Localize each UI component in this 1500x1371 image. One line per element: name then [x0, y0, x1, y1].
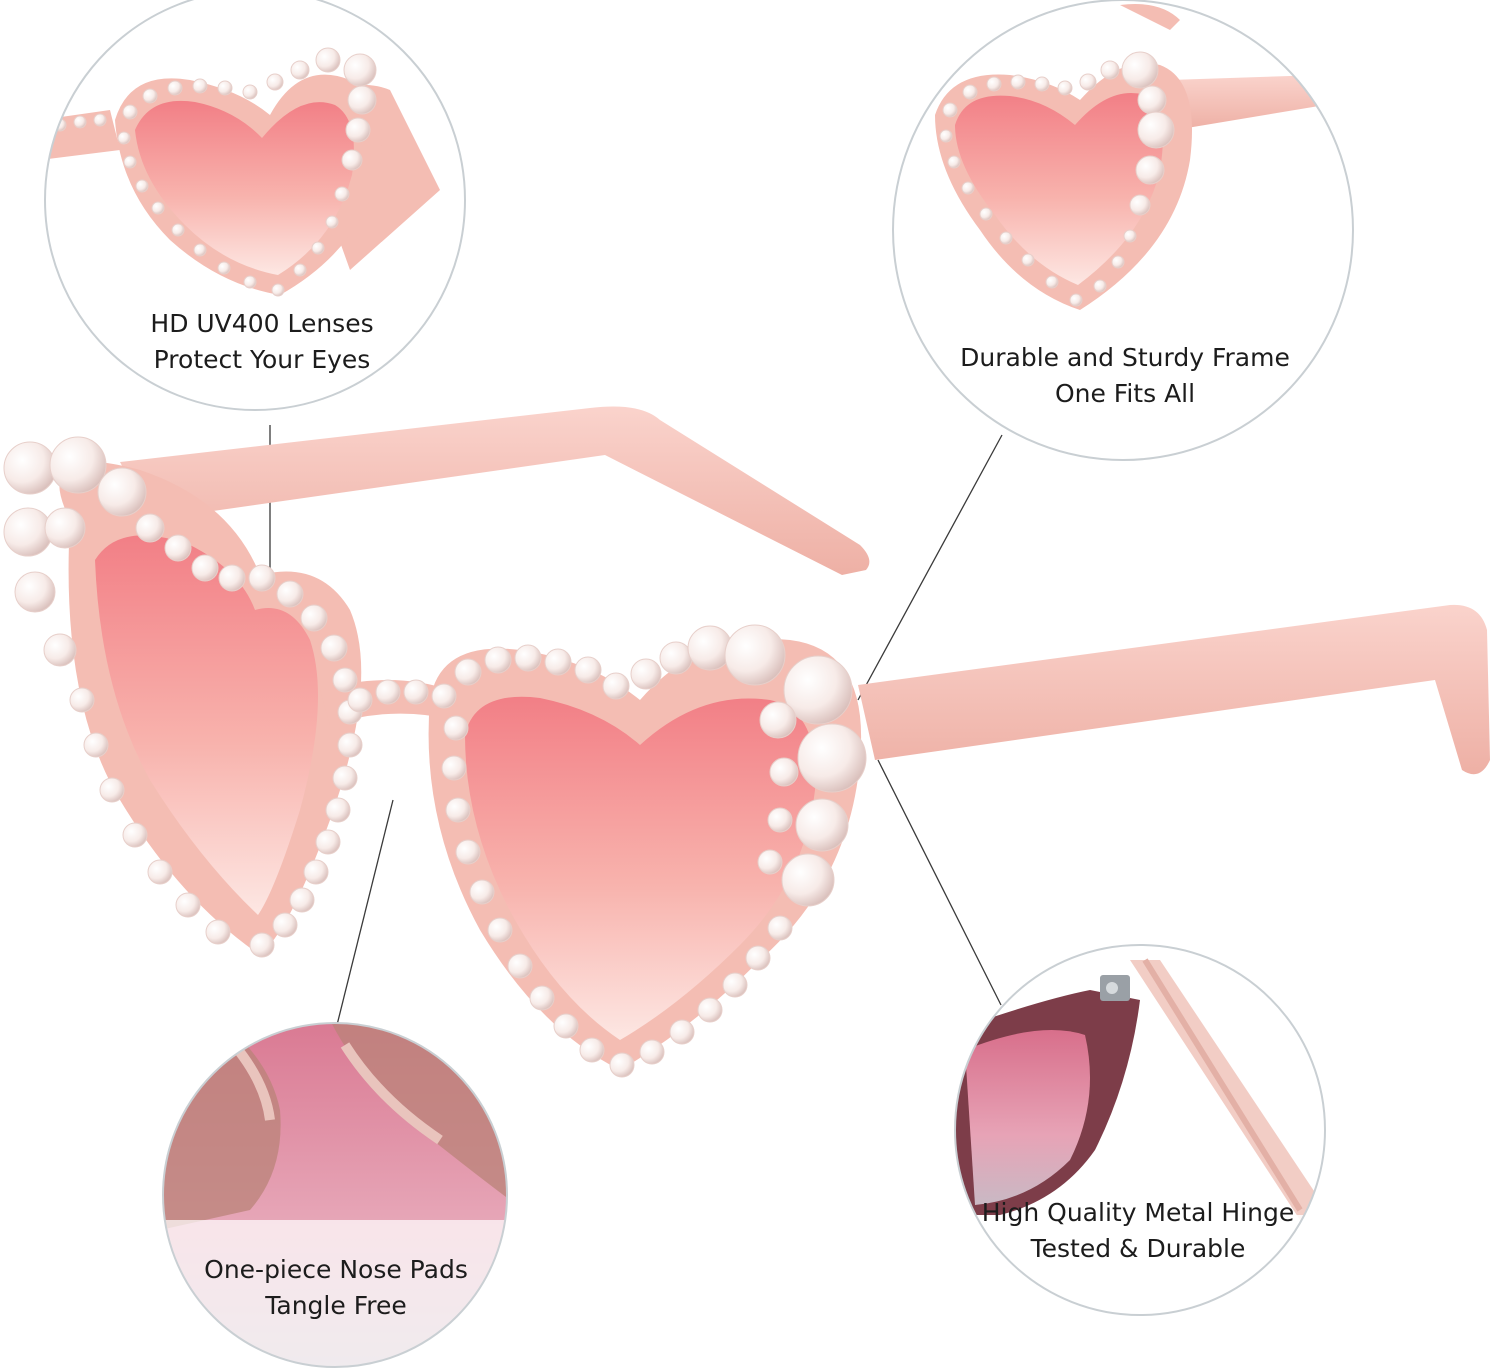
closeup-metal-hinge — [954, 944, 1326, 1316]
leader-line-nose — [336, 799, 394, 1026]
callout-frame-caption: Durable and Sturdy Frame One Fits All — [940, 340, 1310, 412]
callout-hinge-caption: High Quality Metal Hinge Tested & Durabl… — [968, 1195, 1308, 1267]
closeup-nose-pads — [162, 1022, 508, 1368]
callout-lenses-line2: Protect Your Eyes — [153, 345, 371, 374]
closeup-lenses — [44, 0, 466, 411]
callout-nose-pads-caption: One-piece Nose Pads Tangle Free — [176, 1252, 496, 1324]
callout-nose-pads-line2: Tangle Free — [265, 1291, 407, 1320]
callout-hinge-line1: High Quality Metal Hinge — [981, 1198, 1295, 1227]
callout-hinge-line2: Tested & Durable — [1030, 1234, 1246, 1263]
callout-lenses-line1: HD UV400 Lenses — [150, 309, 374, 338]
callout-frame-line1: Durable and Sturdy Frame — [960, 343, 1290, 372]
callout-lenses-caption: HD UV400 Lenses Protect Your Eyes — [102, 306, 422, 378]
main-sunglasses — [3, 406, 1490, 1078]
closeup-frame — [892, 0, 1354, 461]
callout-frame-line2: One Fits All — [1054, 379, 1196, 408]
leader-line-frame — [857, 434, 1003, 701]
leader-line-hinge — [877, 759, 1002, 1006]
callout-nose-pads-line1: One-piece Nose Pads — [204, 1255, 468, 1284]
